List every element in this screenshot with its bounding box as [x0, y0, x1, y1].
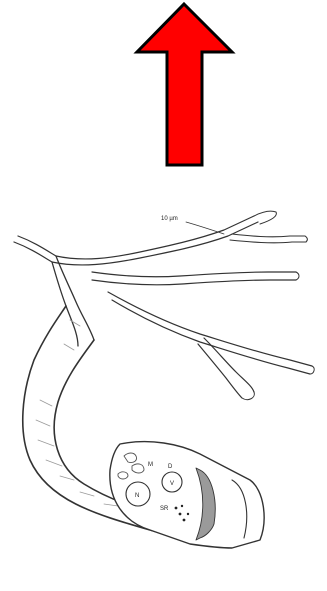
- upper-fork: [230, 234, 307, 243]
- cutaway-section: [110, 442, 264, 548]
- label-mitochondrion: M: [148, 462, 153, 468]
- lower-right-branch: [108, 292, 314, 374]
- scale-leader-line: [186, 222, 224, 234]
- droplet-branch: [198, 338, 254, 400]
- label-nucleus: N: [135, 493, 139, 499]
- label-vesicle: V: [170, 481, 174, 487]
- label-sr: SR: [160, 506, 169, 512]
- middle-branch: [92, 272, 299, 285]
- branching-tube-illustration: [14, 211, 314, 548]
- arrow-up-icon: [137, 4, 232, 165]
- scale-label: 10 µm: [161, 216, 178, 222]
- left-branch: [14, 236, 56, 262]
- label-d: D: [168, 464, 173, 470]
